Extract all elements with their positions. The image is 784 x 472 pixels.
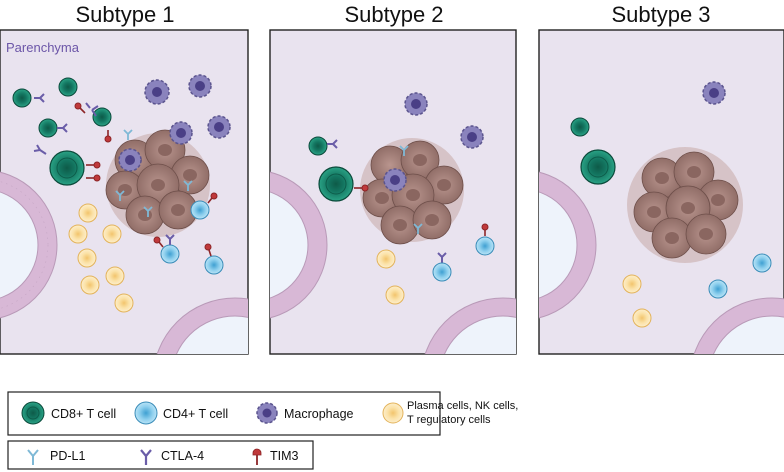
legend-label-plasma-line2: T regulatory cells (407, 414, 491, 426)
macrophage (144, 79, 170, 105)
cd8-t-cell (38, 118, 58, 138)
macrophage (207, 115, 231, 139)
tim3-receptor (153, 192, 218, 257)
tim3-icon (252, 448, 262, 465)
legend-label-ctla-4: CTLA-4 (161, 449, 204, 463)
cd8-t-cell (58, 77, 78, 97)
plasma-nk-treg-cell (622, 274, 642, 294)
panel-subtype-1: Parenchyma (0, 29, 249, 355)
cd8-t-cell (92, 107, 112, 127)
macrophage (383, 168, 407, 192)
cd4-t-cell (190, 200, 210, 220)
panel-subtype-3 (538, 29, 784, 355)
blood-vessel-left (270, 171, 328, 319)
legend-label-plasma-line1: Plasma cells, NK cells, (407, 400, 518, 412)
plasma-nk-treg-cell (385, 285, 405, 305)
legend-receptors: PD-L1 CTLA-4 TIM3 (7, 440, 314, 470)
pd-l1-ligand (399, 145, 423, 234)
legend-label-macrophage: Macrophage (284, 407, 354, 421)
legend-label-tim3: TIM3 (270, 449, 299, 463)
macrophage-icon (256, 402, 278, 424)
plasma-nk-treg-cell (77, 248, 97, 268)
ctla-4-receptor (33, 93, 99, 155)
cd4-t-cell (204, 255, 224, 275)
plasma-nk-treg-cell (78, 203, 98, 223)
macrophage (404, 92, 428, 116)
cd8-t-cell-icon (21, 401, 45, 425)
blood-vessel-bottom-right (424, 297, 516, 354)
parenchyma-label: Parenchyma (6, 40, 80, 55)
ctla-4-icon (140, 449, 152, 465)
blood-vessel-bottom-right (156, 297, 248, 354)
macrophage (460, 125, 484, 149)
plasma-nk-treg-cell (68, 224, 88, 244)
panel-subtype-2 (269, 29, 517, 355)
plasma-nk-treg-cell (102, 224, 122, 244)
legend-label-pd-l1: PD-L1 (50, 449, 85, 463)
macrophage (702, 81, 726, 105)
ctla-4-receptor (165, 234, 175, 245)
cd8-t-cell (12, 88, 32, 108)
blood-vessel-left (0, 171, 58, 319)
cd4-t-cell-icon (134, 401, 158, 425)
cd8-t-cell (570, 117, 590, 137)
cd8-t-cell (318, 166, 354, 202)
panel-title-subtype-2: Subtype 2 (344, 2, 443, 27)
blood-vessel-left (539, 171, 597, 319)
tumor-mass (627, 147, 743, 263)
cd8-t-cell (49, 150, 85, 186)
pd-l1-icon (27, 449, 39, 465)
panel-title-subtype-3: Subtype 3 (611, 2, 710, 27)
cd8-t-cell (580, 149, 616, 185)
ctla-4-receptor (327, 139, 447, 263)
legend-label-cd4: CD4+ T cell (163, 407, 228, 421)
macrophage (188, 74, 212, 98)
cd4-t-cell (708, 279, 728, 299)
tim3-receptor (74, 102, 112, 182)
panel-title-subtype-1: Subtype 1 (75, 2, 174, 27)
legend-label-cd8: CD8+ T cell (51, 407, 116, 421)
macrophage (118, 148, 142, 172)
cd4-t-cell (752, 253, 772, 273)
cd4-t-cell (160, 244, 180, 264)
tim3-receptor (354, 184, 489, 236)
blood-vessel-bottom-right (693, 297, 784, 354)
cd8-t-cell (308, 136, 328, 156)
macrophage (169, 121, 193, 145)
plasma-nk-treg-cell (632, 308, 652, 328)
plasma-nk-treg-cell-icon (382, 402, 404, 424)
plasma-nk-treg-cell (114, 293, 134, 313)
cd4-t-cell (432, 262, 452, 282)
cd4-t-cell (475, 236, 495, 256)
pd-l1-ligand (115, 129, 193, 217)
legend-cells: CD8+ T cell CD4+ T cell Macrophage Plasm… (7, 391, 518, 436)
plasma-nk-treg-cell (105, 266, 125, 286)
plasma-nk-treg-cell (376, 249, 396, 269)
plasma-nk-treg-cell (80, 275, 100, 295)
